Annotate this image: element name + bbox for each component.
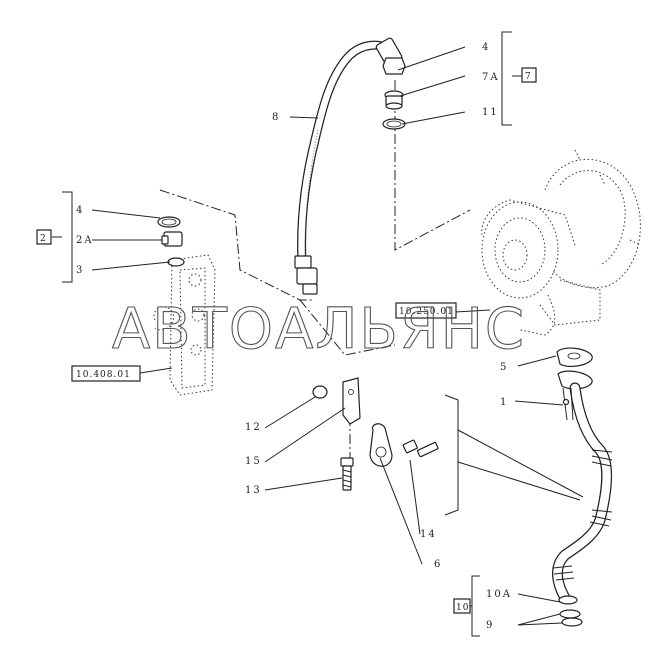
group-boxes: 7 2 10 [36, 67, 537, 614]
filter-head-housing [153, 254, 216, 396]
callout-7a: 7A [482, 72, 500, 83]
callout-12: 12 [245, 422, 262, 433]
watermark: АВТОАЛЬЯНС [112, 297, 526, 362]
callout-6: 6 [434, 559, 442, 570]
left-fittings [157, 216, 185, 267]
callout-5: 5 [500, 362, 508, 373]
callout-14: 14 [420, 529, 437, 540]
callout-9: 9 [486, 620, 494, 631]
ref-10-250-01: 10.250.01 [399, 307, 454, 317]
callout-10a: 10A [486, 589, 512, 600]
group-2: 2 [40, 234, 47, 244]
callout-13: 13 [245, 485, 262, 496]
callout-4-left: 4 [76, 205, 84, 216]
callout-11: 11 [482, 107, 499, 118]
callout-8: 8 [272, 112, 280, 123]
ref-10-408-01: 10.408.01 [76, 370, 131, 380]
callout-1: 1 [500, 397, 508, 408]
callout-15: 15 [245, 456, 262, 467]
callout-4-top: 4 [482, 42, 490, 53]
reference-boxes: 10.408.01 10.250.01 [71, 302, 457, 382]
turbocharger [481, 149, 641, 336]
callout-labels: 4 7A 11 8 4 2A 3 5 1 12 15 13 14 6 10A 9 [76, 42, 512, 631]
bracket-parts [312, 377, 439, 491]
group-10: 10 [456, 603, 469, 613]
callout-2a: 2A [76, 235, 94, 246]
leader-lines [52, 31, 584, 637]
oil-supply-pipe [294, 37, 403, 295]
oil-drain-pipe [552, 347, 613, 627]
group-7: 7 [525, 72, 532, 82]
callout-3: 3 [76, 265, 84, 276]
